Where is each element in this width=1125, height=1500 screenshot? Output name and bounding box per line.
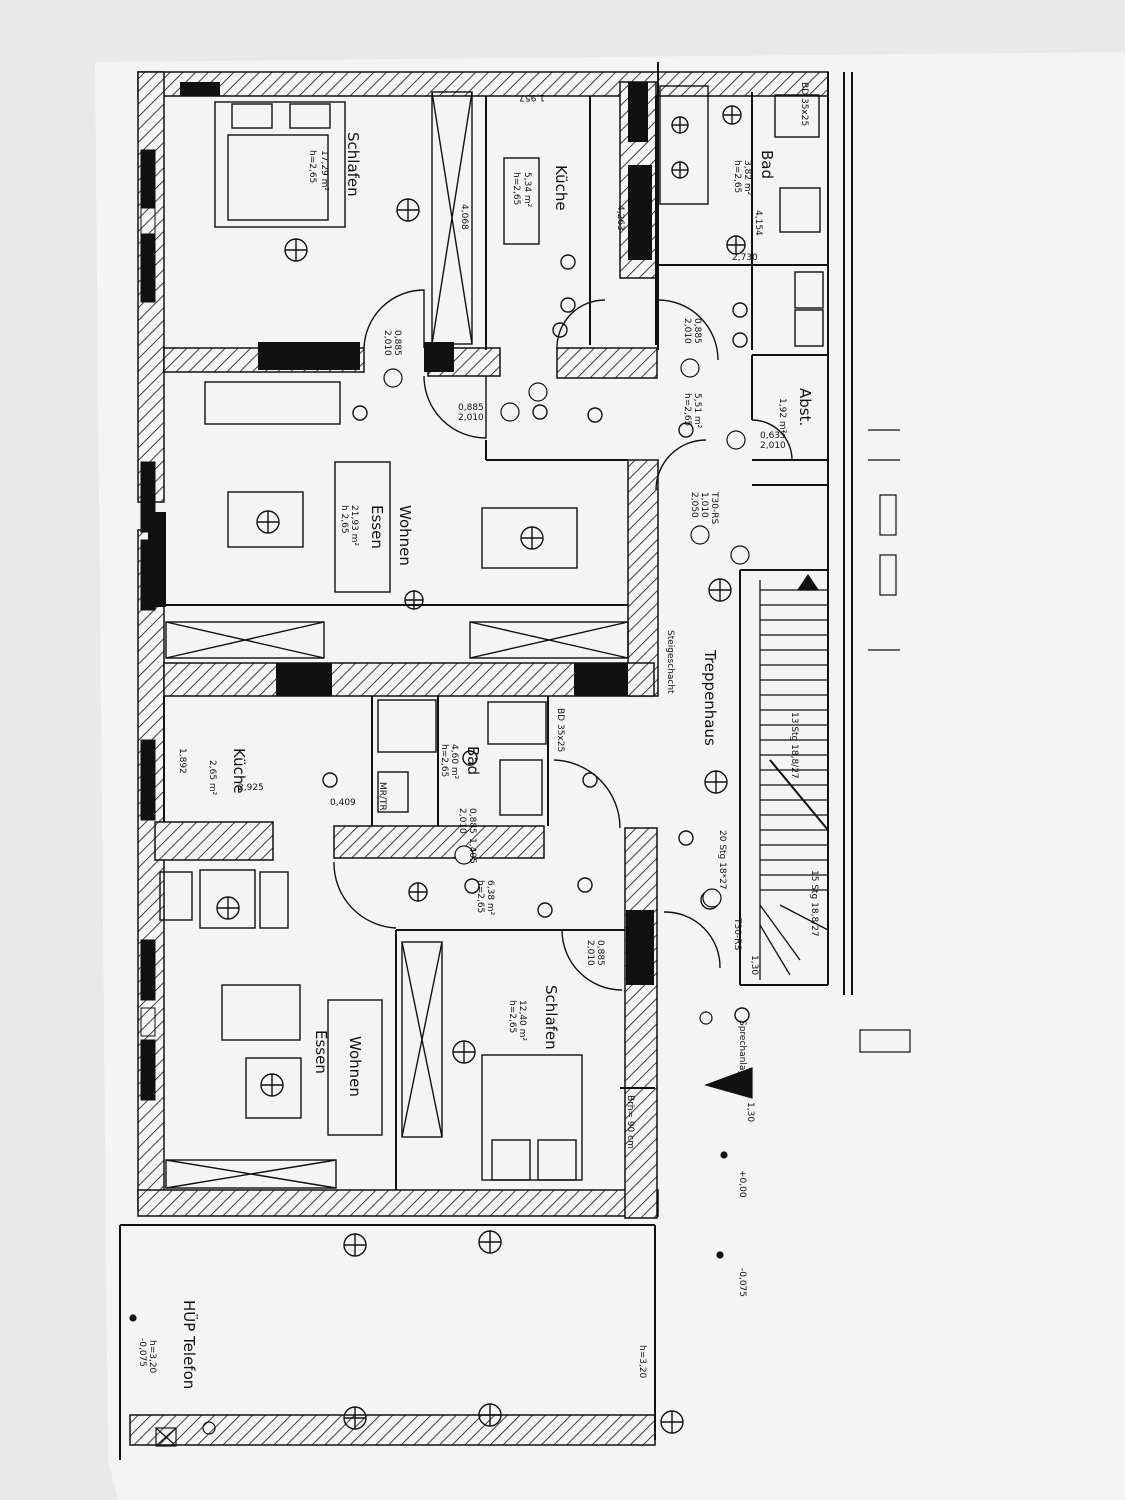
dim-label: 4,068 — [459, 204, 469, 230]
window-label: Brh= 90 cm — [145, 945, 155, 999]
dim-label: 2,730 — [732, 253, 758, 263]
room-area-bad-bottom: 4,60 m² — [449, 744, 459, 780]
room-name-wohnen-top: Wohnen — [396, 505, 414, 566]
door-numbers — [383, 358, 750, 908]
room-name-essen-top: Essen — [368, 505, 386, 549]
room-height-flur-top: h=2,65 — [682, 393, 692, 426]
dim-label: 2,010 — [682, 318, 692, 344]
misc-label: MR/TR — [377, 782, 387, 811]
dim-label: 4,154 — [753, 210, 763, 236]
shafts — [165, 91, 629, 1189]
room-name-kueche-top: Küche — [552, 165, 570, 211]
dim-label: 0,885 — [458, 403, 484, 413]
room-level-huep: -0,075 — [137, 1338, 147, 1367]
dim-label: T30-RS — [709, 491, 719, 524]
dim-label: 1,405 — [467, 838, 477, 864]
dim-label: 2,050 — [689, 492, 699, 518]
room-height-bad-top: h=2,65 — [732, 160, 742, 193]
room-name-essen-bottom: Essen — [312, 1030, 330, 1074]
dim-label: 2,010 — [585, 940, 595, 966]
room-area-flur-top: 5,51 m² — [692, 393, 702, 429]
staircase — [759, 573, 829, 980]
dim-label: 0,635 — [760, 431, 786, 441]
stair-run-label: 13 Stg 18,8/27 — [789, 712, 799, 779]
room-area-bad-top: 3,82 m² — [742, 160, 752, 196]
dim-label: 1,30 — [745, 1102, 755, 1122]
margin-details — [129, 429, 911, 1447]
room-area-kueche-top: 5,34 m² — [522, 172, 532, 208]
room-height-schlafen-bottom: h=2,65 — [507, 1000, 517, 1033]
dim-label: 0,885 — [392, 330, 402, 356]
room-height-bad-bottom: h=2,65 — [439, 744, 449, 777]
room-area-wohnen-top: 21,93 m² — [349, 505, 359, 546]
window-label: Brh= 90 cm — [145, 755, 155, 809]
window-label: Brh= 90 cm — [625, 1095, 635, 1149]
dim-label: 0,409 — [330, 798, 356, 808]
dim-label: 2,010 — [760, 441, 786, 451]
dim-label: 1,892 — [177, 748, 187, 774]
room-name-abst: Abst. — [796, 388, 814, 426]
room-name-wohnen-bottom: Wohnen — [346, 1036, 364, 1097]
room-height-wohnen-top: h 2,65 — [339, 505, 349, 534]
room-height-kueche-top: h=2,65 — [511, 172, 521, 205]
room-height-huep: h=3,20 — [147, 1340, 157, 1374]
dim-label: BD 35x25 — [555, 708, 565, 752]
room-area-schlafen-top: 17,29 m² — [319, 150, 329, 191]
paper-sheet — [95, 52, 1125, 1500]
level-label: h=3,20 — [637, 1345, 647, 1379]
room-name-huep: HÜP Telefon — [180, 1300, 199, 1389]
room-area-abst: 1,92 m² — [777, 398, 787, 434]
room-name-bad-top: Bad — [758, 150, 776, 179]
window-markers — [140, 149, 156, 1101]
room-area-schlafen-bottom: 12,40 m² — [517, 1000, 527, 1041]
room-height-flur-bottom: h=2,65 — [475, 880, 485, 913]
dim-label: 1,010 — [699, 492, 709, 518]
room-name-bad-bottom: Bad — [464, 746, 482, 775]
dim-label: 0,885 — [692, 318, 702, 344]
dim-label: 4,263 — [615, 205, 625, 231]
window-label: Brh= 90 cm — [145, 155, 155, 209]
window-label: Brh= 90 cm — [145, 555, 155, 609]
stair-run-label: 15 Stg 18,8/27 — [809, 870, 819, 937]
dim-label: 2,925 — [238, 783, 264, 793]
room-height-schlafen-top: h=2,65 — [307, 150, 317, 183]
dim-label: BD 35x25 — [799, 82, 809, 126]
dim-label: 2,010 — [458, 413, 484, 423]
window-label: Brh= 90 cm — [145, 240, 155, 294]
stair-labels: 13 Stg 18,8/27 20 Stg 18*27 15 Stg 18,8/… — [637, 712, 819, 1379]
room-area-kueche-bottom: 2,65 m² — [207, 760, 217, 796]
room-name-steigeschacht: Steigeschacht — [665, 630, 675, 694]
dim-label: 1,30 — [749, 955, 759, 975]
dim-label: 2,010 — [382, 330, 392, 356]
room-name-kueche-bottom: Küche — [230, 748, 248, 794]
room-labels: Schlafen 17,29 m² h=2,65 Küche 5,34 m² h… — [137, 132, 814, 1389]
window-labels: Brh= 90 cm Brh= 90 cm Brh= 90 cm Brh= 90… — [145, 155, 635, 1149]
window-label: Brh= 90 cm — [145, 462, 155, 516]
dim-label: 1,957 — [519, 92, 545, 102]
room-name-schlafen-top: Schlafen — [344, 132, 362, 197]
furniture — [159, 85, 824, 1181]
sprechanlage-label: Sprechanlage — [737, 1020, 747, 1082]
room-name-schlafen-bottom: Schlafen — [542, 985, 560, 1050]
room-area-flur-bottom: 6,38 m² — [485, 880, 495, 916]
dim-label: 0,885 — [595, 940, 605, 966]
dimension-labels: 4,068 1,957 4,263 4,154 2,730 0,885 2,01… — [177, 82, 809, 1122]
window-label: Brh= 90 cm — [145, 1045, 155, 1099]
room-name-treppenhaus: Treppenhaus — [701, 649, 719, 746]
door-swings — [333, 289, 793, 991]
level-label: -0,075 — [737, 1268, 747, 1297]
dim-label: T30-RS — [732, 917, 742, 950]
level-label: +0,00 — [737, 1170, 747, 1198]
dim-label: 0,885 — [467, 808, 477, 834]
interior-walls — [119, 62, 853, 1460]
stair-run-label: 20 Stg 18*27 — [717, 830, 727, 890]
dim-label: 2,010 — [457, 808, 467, 834]
